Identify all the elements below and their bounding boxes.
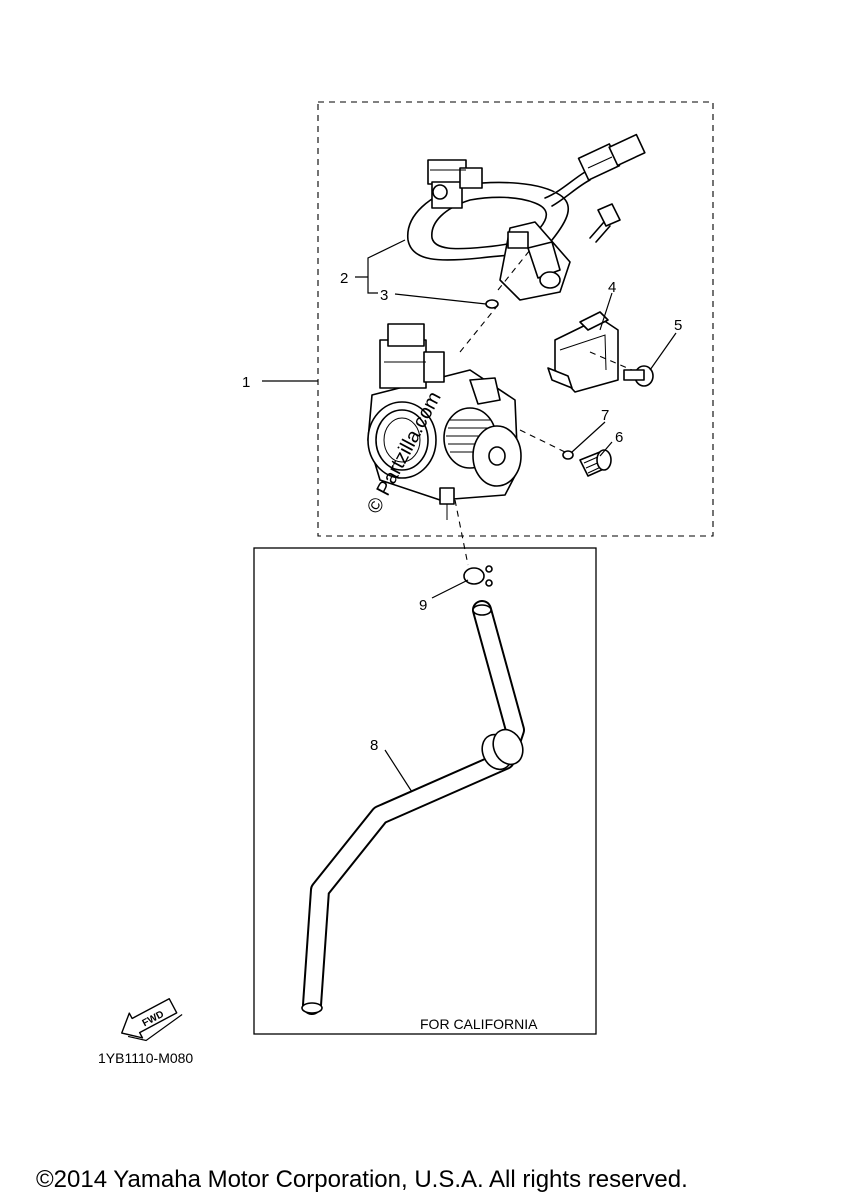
- callout-5: 5: [674, 317, 682, 334]
- callout-1: 1: [242, 374, 250, 391]
- harness-left-connector: [427, 159, 483, 209]
- assembly-dashed-box: [317, 101, 714, 537]
- california-box: [253, 547, 597, 1035]
- wire-harness: [407, 133, 646, 301]
- harness-bolt: [589, 203, 621, 243]
- for-california-label: FOR CALIFORNIA: [420, 1016, 538, 1032]
- adjust-screw: [579, 449, 612, 477]
- leader-lines: [262, 239, 677, 793]
- callout-7: 7: [601, 407, 609, 424]
- callout-6: 6: [615, 429, 623, 446]
- hose-clip: [463, 565, 493, 587]
- throttle-body: [367, 323, 522, 520]
- copyright-notice: ©2014 Yamaha Motor Corporation, U.S.A. A…: [36, 1166, 688, 1193]
- diagram-code: 1YB1110-M080: [98, 1050, 193, 1066]
- callout-2: 2: [340, 270, 348, 287]
- callout-3: 3: [380, 287, 388, 304]
- sensor-bracket: [547, 311, 633, 393]
- callout-4: 4: [608, 279, 616, 296]
- small-o-ring: [562, 450, 574, 460]
- sensor-body: [497, 221, 571, 301]
- screw: [623, 365, 654, 387]
- callout-9: 9: [419, 597, 427, 614]
- harness-right-connector: [577, 133, 646, 181]
- vent-hose: [301, 600, 525, 1015]
- callout-8: 8: [370, 737, 378, 754]
- fwd-arrow-icon: FWD: [121, 998, 183, 1042]
